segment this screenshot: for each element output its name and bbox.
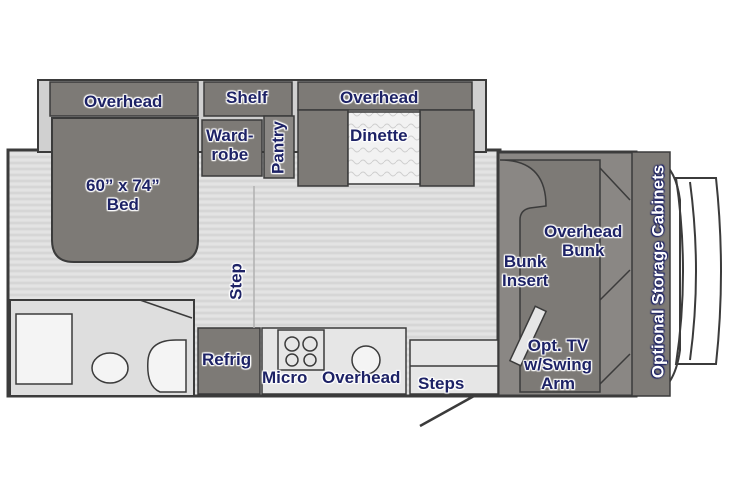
dinette-label: Dinette bbox=[350, 126, 408, 145]
overhead-left-cabinet bbox=[49, 81, 199, 117]
stove bbox=[277, 329, 325, 371]
sink bbox=[147, 339, 187, 393]
shower bbox=[15, 313, 73, 385]
overhead-bunk-label: Overhead Bunk bbox=[544, 222, 622, 260]
bed bbox=[51, 117, 199, 263]
refrig-label: Refrig bbox=[202, 350, 252, 369]
step-label: Step bbox=[226, 263, 246, 300]
entry-steps bbox=[409, 339, 499, 428]
overhead-bottom-label: Overhead bbox=[322, 368, 401, 387]
wardrobe bbox=[201, 119, 263, 177]
wardrobe-label: Ward- robe bbox=[206, 126, 254, 164]
pantry bbox=[263, 115, 295, 179]
bunk-insert-label-line1: Bunk bbox=[503, 252, 547, 271]
overhead-bunk-label-line1: Overhead bbox=[544, 222, 623, 241]
optional-storage-cabinets bbox=[631, 151, 671, 397]
tv-label: Opt. TV w/Swing Arm bbox=[524, 336, 592, 393]
toilet bbox=[91, 352, 129, 384]
tv-label-line3: Arm bbox=[540, 374, 575, 393]
wardrobe-label-line1: Ward- bbox=[206, 126, 254, 145]
overhead-top-cabinet bbox=[297, 81, 473, 111]
pantry-label: Pantry bbox=[268, 121, 288, 174]
galley-sink bbox=[351, 345, 381, 375]
bunk-insert-label: Bunk Insert bbox=[502, 252, 548, 290]
bathroom bbox=[9, 299, 195, 397]
shelf-cabinet bbox=[203, 81, 293, 117]
tv-swing-arm bbox=[508, 305, 548, 367]
overhead-bunk-label-line2: Bunk bbox=[561, 241, 605, 260]
dinette-bench-left bbox=[297, 109, 349, 187]
micro-label: Micro bbox=[262, 368, 308, 387]
tv-label-line2: w/Swing bbox=[524, 355, 592, 374]
bed-label-line2: Bed bbox=[106, 195, 139, 214]
dinette-bench-right bbox=[419, 109, 475, 187]
bed-label: 60” x 74” Bed bbox=[86, 176, 160, 214]
wardrobe-label-line2: robe bbox=[211, 145, 249, 164]
refrigerator bbox=[197, 327, 261, 395]
shelf-label: Shelf bbox=[226, 88, 268, 107]
overhead-top-label: Overhead bbox=[340, 88, 419, 107]
optional-storage-label: Optional Storage Cabinets bbox=[648, 164, 668, 379]
dinette-table bbox=[347, 111, 421, 185]
bunk-insert-label-line2: Insert bbox=[502, 271, 549, 290]
overhead-left-label: Overhead bbox=[84, 92, 163, 111]
bed-label-line1: 60” x 74” bbox=[86, 176, 160, 195]
steps-label: Steps bbox=[418, 374, 465, 393]
tv-label-line1: Opt. TV bbox=[527, 336, 589, 355]
